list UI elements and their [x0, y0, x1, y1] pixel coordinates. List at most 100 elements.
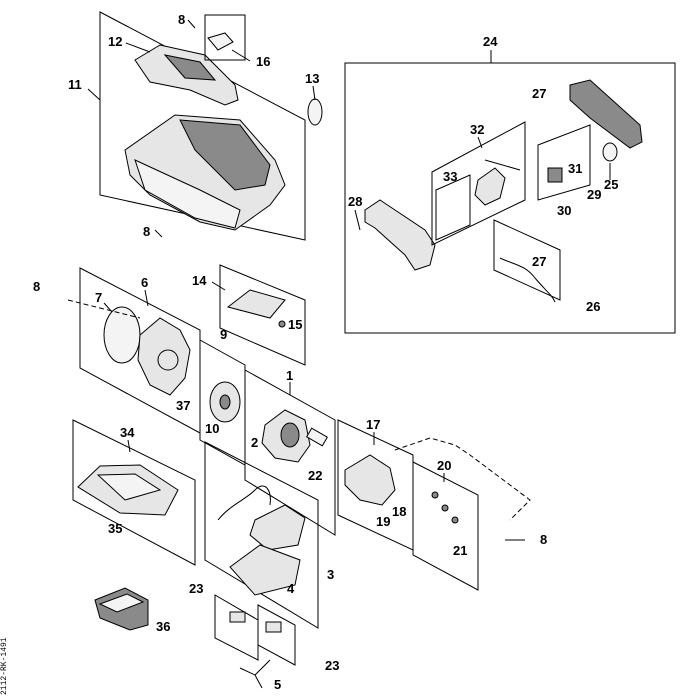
leader-12 [125, 42, 151, 53]
callout-18: 18 [392, 504, 406, 519]
callout-36: 36 [156, 619, 170, 634]
handle-rear-grip [569, 79, 643, 149]
callout-21: 21 [453, 543, 467, 558]
battery-cover-face [98, 593, 145, 613]
housing-seal-ring [307, 98, 323, 126]
housing-inner-ribs [179, 119, 271, 191]
panel-filter [219, 264, 306, 366]
callout-1: 1 [286, 368, 293, 383]
control-board [249, 504, 306, 551]
panel-trigger [431, 121, 526, 246]
callout-29: 29 [587, 187, 601, 202]
housing-top-recess [163, 54, 217, 81]
callout-32: 32 [470, 122, 484, 137]
callout-14: 14 [192, 273, 207, 288]
callout-37: 37 [176, 398, 190, 413]
cable-harness [499, 257, 556, 303]
panel-lower-cover [72, 419, 196, 566]
callouts: 1 2 3 4 5 6 7 8 8 8 8 9 10 11 12 13 14 1… [33, 12, 618, 692]
motor-group [244, 369, 336, 536]
callout-17: 17 [366, 417, 380, 432]
fan-wheel-hub [219, 394, 231, 410]
handle-group [344, 50, 676, 334]
callout-20: 20 [437, 458, 451, 473]
panel-switch-left [214, 594, 259, 661]
callout-15: 15 [288, 317, 302, 332]
lower-cover-insert [96, 473, 162, 501]
callout-16: 16 [256, 54, 270, 69]
trigger-body [474, 167, 506, 206]
assembly-path [394, 437, 531, 521]
leader-8b [154, 229, 163, 238]
callout-35: 35 [108, 521, 122, 536]
callout-7: 7 [95, 290, 102, 305]
electronics-tray [229, 544, 301, 596]
filter-frame [226, 289, 286, 319]
housing-group [87, 11, 323, 241]
lower-cover-group [72, 419, 196, 566]
callout-9: 9 [220, 327, 227, 342]
callout-8b: 8 [143, 224, 150, 239]
callout-5: 5 [274, 677, 281, 692]
housing-cap [207, 32, 234, 51]
callout-25: 25 [604, 177, 618, 192]
switch-part-b [265, 621, 282, 633]
callout-2: 2 [251, 435, 258, 450]
callout-4: 4 [287, 581, 295, 596]
filter-screw [278, 320, 286, 328]
motor-armature [280, 422, 300, 448]
leader-34 [127, 439, 131, 453]
callout-8a: 8 [178, 12, 185, 27]
panel-cap [204, 14, 246, 61]
callout-12: 12 [108, 34, 122, 49]
chain-bolt-2 [441, 504, 449, 512]
panel-switch-right [257, 604, 296, 666]
switch-parts-group [214, 594, 296, 689]
leader-7 [103, 302, 113, 313]
housing-side-wall [134, 159, 241, 229]
key-tool [239, 659, 271, 689]
panel-screws [435, 174, 471, 241]
chain-bolt-1 [431, 491, 439, 499]
callout-23b: 23 [325, 658, 339, 673]
callout-22: 22 [308, 468, 322, 483]
callout-8c: 8 [33, 279, 40, 294]
leader-32 [477, 136, 483, 149]
fan-cover-group [67, 267, 201, 434]
callout-23a: 23 [189, 581, 203, 596]
panel-motor [244, 369, 336, 536]
filter-group [211, 264, 306, 366]
screw-axis-8 [67, 299, 141, 319]
callout-31: 31 [568, 161, 582, 176]
panel-handle [344, 62, 676, 334]
callout-24: 24 [483, 34, 498, 49]
electronics-wires [217, 485, 271, 521]
leader-11 [87, 88, 101, 101]
callout-34: 34 [120, 425, 135, 440]
leader-8a [187, 19, 196, 29]
chain-bolt-3 [451, 516, 459, 524]
drawing-code: 2112-RK-1491 [0, 637, 9, 695]
leader-28 [354, 209, 361, 231]
callout-3: 3 [327, 567, 334, 582]
callout-27a: 27 [532, 86, 546, 101]
fan-scroll [137, 317, 191, 396]
callout-27b: 27 [532, 254, 546, 269]
panel-switch [537, 124, 591, 201]
callout-13: 13 [305, 71, 319, 86]
switch-block [547, 167, 563, 183]
motor-brush [306, 427, 328, 447]
panel-housing [99, 11, 306, 241]
gear-housing-group [337, 419, 531, 591]
callout-30: 30 [557, 203, 571, 218]
fan-scroll-inlet [157, 349, 179, 371]
fan-disc [103, 306, 141, 364]
panel-cable [493, 219, 561, 301]
panel-chain-parts [412, 461, 479, 591]
callout-33: 33 [443, 169, 457, 184]
callout-19: 19 [376, 514, 390, 529]
panel-electronics [204, 441, 319, 629]
gear-housing [344, 454, 396, 506]
switch-knob [602, 142, 618, 162]
